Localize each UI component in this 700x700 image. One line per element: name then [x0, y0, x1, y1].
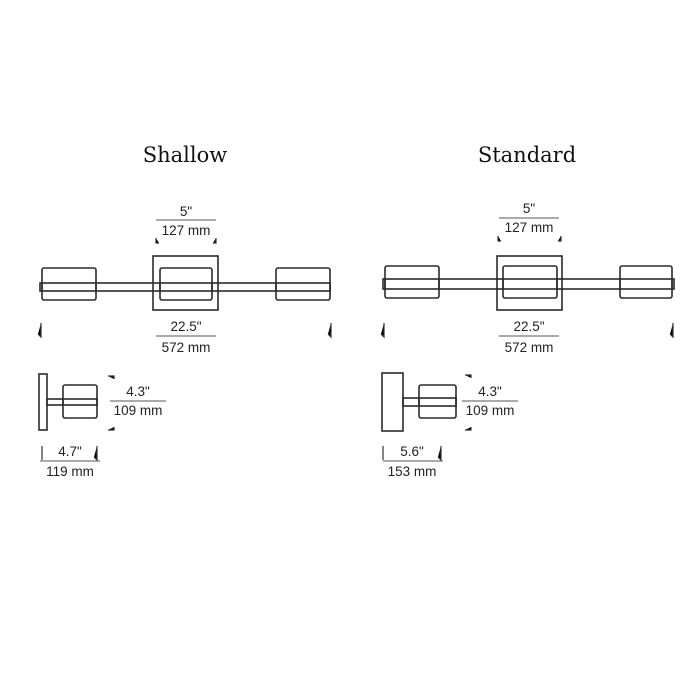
shallow-width-tick-left — [37, 323, 42, 339]
shallow-title: Shallow — [143, 143, 228, 167]
shallow-shade-left-band — [41, 282, 97, 292]
standard-center-tick-right — [558, 236, 562, 242]
shallow-front-view: 5" 127 mm 22.5" 572 mm — [37, 204, 332, 355]
standard-width-inch: 22.5" — [513, 319, 544, 334]
shallow-width-mm: 572 mm — [162, 340, 211, 355]
standard-shade-center-band — [502, 278, 558, 290]
standard-side-shade — [418, 384, 457, 419]
standard-center-inch: 5" — [523, 201, 536, 216]
standard-height-tick-bottom — [465, 427, 472, 431]
shallow-shade-right-band — [275, 282, 331, 292]
standard-shade-right-band — [619, 278, 673, 290]
shallow-depth-inch: 4.7" — [58, 444, 82, 459]
shallow-side-shade — [62, 384, 98, 419]
standard-front-view: 5" 127 mm 22.5" 572 mm — [380, 201, 675, 355]
shallow-width-inch: 22.5" — [170, 319, 201, 334]
standard-title: Standard — [478, 143, 576, 167]
standard-panel: Standard 5" 127 mm 22.5" 572 mm — [380, 143, 675, 479]
standard-depth-inch: 5.6" — [400, 444, 424, 459]
shallow-depth-tick-right — [93, 446, 98, 462]
standard-width-mm: 572 mm — [505, 340, 554, 355]
shallow-height-inch: 4.3" — [126, 384, 150, 399]
shallow-shade-left — [41, 267, 97, 301]
standard-shade-left — [384, 265, 440, 299]
standard-side-shade-band — [418, 397, 457, 407]
shallow-width-tick-right — [327, 323, 332, 339]
standard-center-tick-left — [497, 236, 501, 242]
standard-side-backplate — [381, 372, 404, 432]
standard-side-view: 4.3" 109 mm 5.6" 153 mm — [381, 372, 518, 479]
standard-center-mm: 127 mm — [505, 220, 554, 235]
shallow-center-tick-left — [155, 238, 159, 244]
shallow-depth-mm: 119 mm — [46, 464, 94, 479]
shallow-panel: Shallow 5" 127 mm 22.5" 572 mm — [37, 143, 332, 479]
standard-shade-center — [502, 265, 558, 299]
shallow-side-view: 4.3" 109 mm 4.7" 119 mm — [38, 373, 166, 479]
standard-width-tick-left — [380, 323, 385, 339]
shallow-height-tick-top — [108, 375, 115, 379]
standard-height-tick-top — [465, 374, 472, 378]
shallow-center-inch: 5" — [180, 204, 193, 219]
standard-depth-mm: 153 mm — [388, 464, 437, 479]
standard-shade-left-band — [384, 278, 440, 290]
standard-backplate — [496, 255, 563, 311]
standard-depth-tick-right — [437, 446, 442, 462]
standard-width-tick-right — [669, 323, 674, 339]
shallow-center-tick-right — [213, 238, 217, 244]
standard-height-inch: 4.3" — [478, 384, 502, 399]
shallow-shade-right — [275, 267, 331, 301]
shallow-shade-center-band — [159, 282, 213, 292]
shallow-height-tick-bottom — [108, 427, 115, 431]
shallow-height-mm: 109 mm — [114, 403, 163, 418]
shallow-side-shade-band — [62, 398, 98, 406]
standard-height-mm: 109 mm — [466, 403, 515, 418]
standard-shade-right — [619, 265, 673, 299]
shallow-side-backplate — [38, 373, 48, 431]
shallow-center-mm: 127 mm — [162, 223, 211, 238]
shallow-shade-center — [159, 267, 213, 301]
